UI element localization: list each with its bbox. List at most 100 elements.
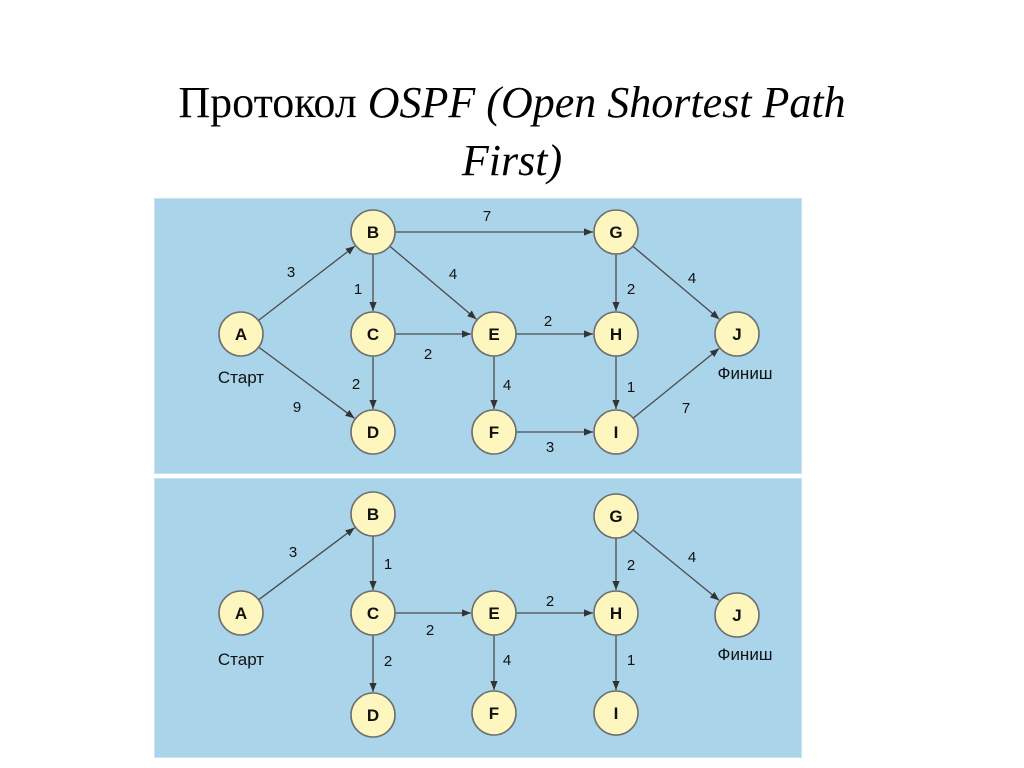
node-circle bbox=[350, 692, 396, 738]
node-circle bbox=[714, 592, 760, 638]
weight-label-f-i: 3 bbox=[546, 439, 554, 456]
finish-label: Финиш bbox=[718, 364, 773, 383]
node-b: B bbox=[350, 209, 396, 255]
node-c: C bbox=[350, 590, 396, 636]
edges bbox=[258, 228, 720, 436]
node-label: F bbox=[489, 704, 499, 723]
node-circle bbox=[471, 311, 517, 357]
title-line-2: First) bbox=[461, 136, 563, 185]
node-circle bbox=[471, 590, 517, 636]
weight-label-e-h: 2 bbox=[546, 593, 554, 610]
node-circle bbox=[593, 493, 639, 539]
weight-label-h-i: 1 bbox=[627, 379, 635, 396]
node-label: C bbox=[367, 604, 379, 623]
weight-label-h-i: 1 bbox=[627, 652, 635, 669]
node-label: J bbox=[732, 606, 741, 625]
node-circle bbox=[218, 590, 264, 636]
node-circle bbox=[350, 491, 396, 537]
node-g: G bbox=[593, 493, 639, 539]
node-label: J bbox=[732, 325, 741, 344]
node-a: A bbox=[218, 590, 264, 636]
weight-label-a-d: 9 bbox=[293, 399, 301, 416]
node-d: D bbox=[350, 409, 396, 455]
node-label: E bbox=[488, 325, 499, 344]
node-label: B bbox=[367, 223, 379, 242]
node-h: H bbox=[593, 311, 639, 357]
node-circle bbox=[218, 311, 264, 357]
weight-label-a-b: 3 bbox=[287, 264, 295, 281]
slide-title: Протокол OSPF (Open Shortest Path First) bbox=[0, 74, 1024, 190]
title-ospf: OSPF (Open Shortest Path bbox=[367, 78, 846, 127]
node-circle bbox=[350, 590, 396, 636]
node-e: E bbox=[471, 311, 517, 357]
edge-g-j bbox=[632, 529, 720, 601]
edge-a-b bbox=[258, 245, 356, 322]
node-f: F bbox=[471, 690, 517, 736]
node-g: G bbox=[593, 209, 639, 255]
node-i: I bbox=[593, 690, 639, 736]
weight-label-b-g: 7 bbox=[483, 208, 491, 225]
node-circle bbox=[471, 690, 517, 736]
weight-label-c-e: 2 bbox=[424, 346, 432, 363]
node-e: E bbox=[471, 590, 517, 636]
node-label: D bbox=[367, 706, 379, 725]
node-label: H bbox=[610, 325, 622, 344]
node-label: I bbox=[614, 423, 619, 442]
weight-label-c-d: 2 bbox=[352, 376, 360, 393]
node-label: C bbox=[367, 325, 379, 344]
node-circle bbox=[714, 311, 760, 357]
node-circle bbox=[350, 409, 396, 455]
edge-b-e bbox=[389, 245, 477, 320]
title-line-1: Протокол OSPF (Open Shortest Path bbox=[0, 74, 1024, 132]
node-label: E bbox=[488, 604, 499, 623]
node-label: A bbox=[235, 604, 247, 623]
node-label: I bbox=[614, 704, 619, 723]
node-circle bbox=[350, 311, 396, 357]
node-label: D bbox=[367, 423, 379, 442]
weight-label-c-e: 2 bbox=[426, 622, 434, 639]
weight-label-b-c: 1 bbox=[354, 281, 362, 298]
node-j: J bbox=[714, 311, 760, 357]
weight-label-e-f: 4 bbox=[503, 652, 511, 669]
title-prefix: Протокол bbox=[178, 78, 368, 127]
node-label: H bbox=[610, 604, 622, 623]
start-label: Старт bbox=[218, 650, 264, 669]
edge-a-d bbox=[258, 346, 355, 419]
weight-label-b-e: 4 bbox=[449, 266, 457, 283]
edges bbox=[258, 527, 720, 692]
node-circle bbox=[350, 209, 396, 255]
node-c: C bbox=[350, 311, 396, 357]
node-circle bbox=[593, 409, 639, 455]
weight-label-c-d: 2 bbox=[384, 653, 392, 670]
weight-label-b-c: 1 bbox=[384, 556, 392, 573]
weight-label-e-h: 2 bbox=[544, 313, 552, 330]
weight-label-i-j: 7 bbox=[682, 400, 690, 417]
node-a: A bbox=[218, 311, 264, 357]
node-circle bbox=[593, 690, 639, 736]
edge-i-j bbox=[632, 347, 720, 419]
node-label: A bbox=[235, 325, 247, 344]
node-h: H bbox=[593, 590, 639, 636]
weight-label-g-h: 2 bbox=[627, 281, 635, 298]
node-b: B bbox=[350, 491, 396, 537]
node-label: B bbox=[367, 505, 379, 524]
node-label: G bbox=[609, 223, 622, 242]
node-circle bbox=[471, 409, 517, 455]
weight-label-g-h: 2 bbox=[627, 557, 635, 574]
node-f: F bbox=[471, 409, 517, 455]
node-circle bbox=[593, 209, 639, 255]
node-label: G bbox=[609, 507, 622, 526]
node-d: D bbox=[350, 692, 396, 738]
edge-g-j bbox=[632, 245, 720, 320]
node-label: F bbox=[489, 423, 499, 442]
node-circle bbox=[593, 311, 639, 357]
weight-label-g-j: 4 bbox=[688, 549, 696, 566]
finish-label: Финиш bbox=[718, 645, 773, 664]
node-i: I bbox=[593, 409, 639, 455]
weight-label-e-f: 4 bbox=[503, 377, 511, 394]
node-j: J bbox=[714, 592, 760, 638]
